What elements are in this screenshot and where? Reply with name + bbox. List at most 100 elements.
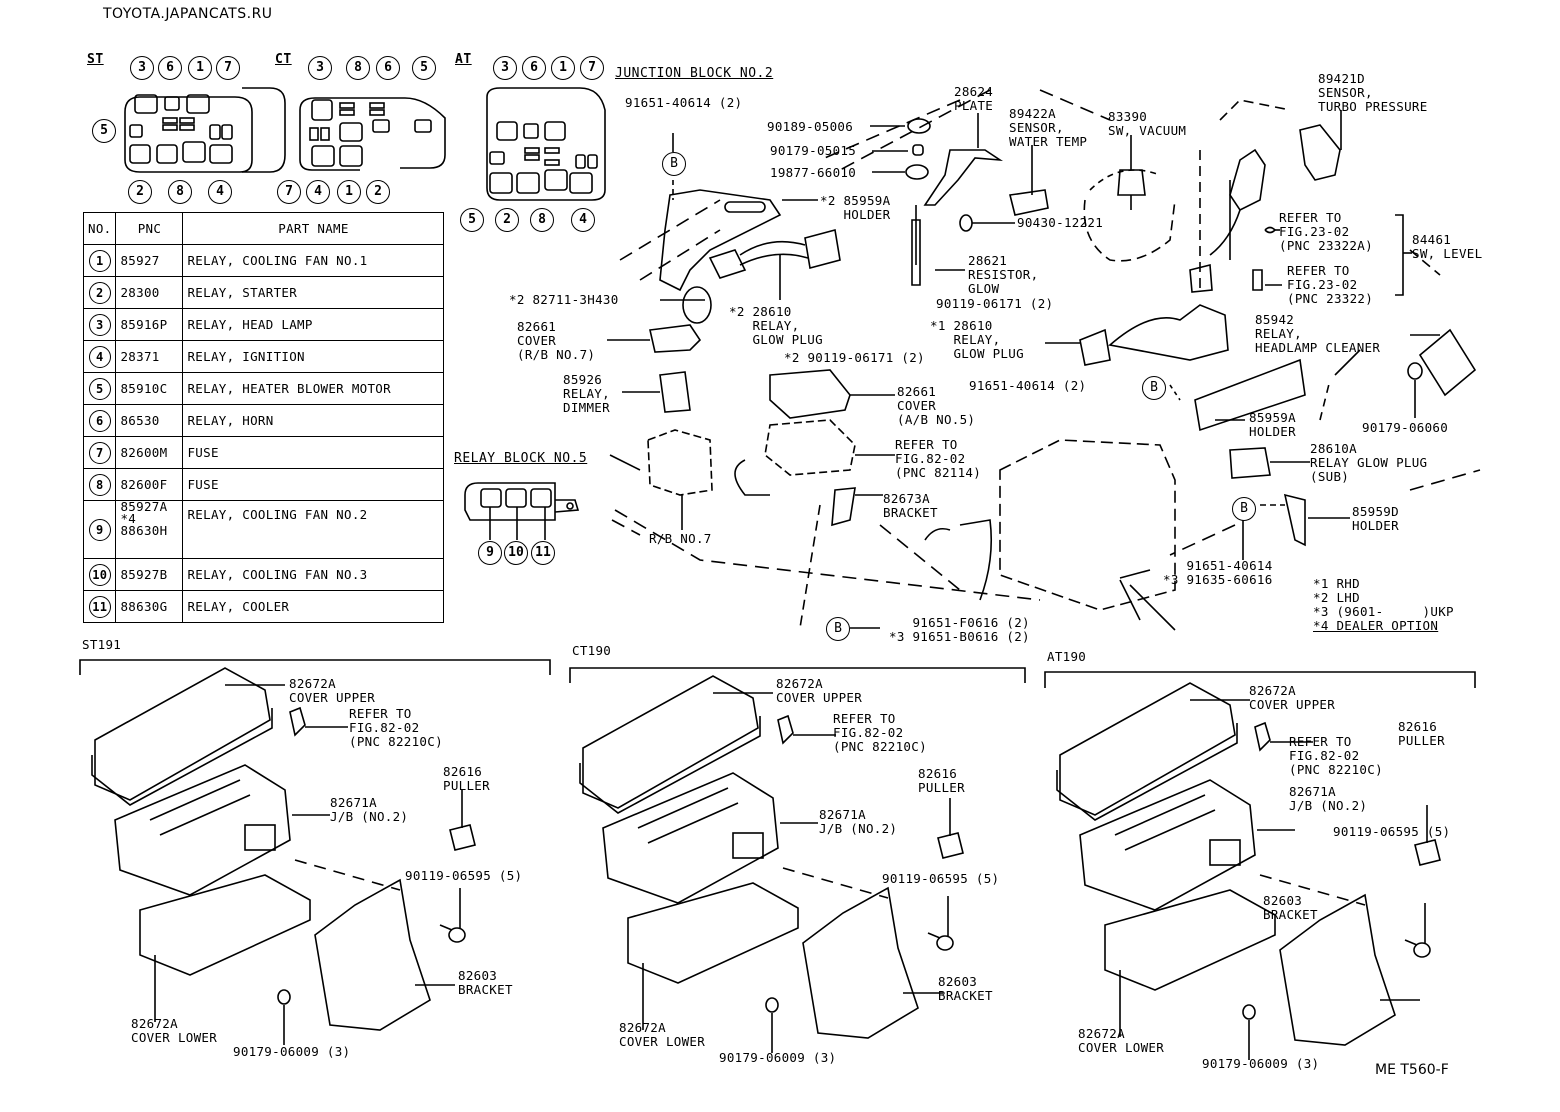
at190-bolt: 90119-06595 (5) xyxy=(1333,824,1451,839)
callout-st-5: 5 xyxy=(92,119,116,143)
part-label-82661-cover-rb7: 82661 COVER (R/B NO.7) xyxy=(517,319,596,362)
st191-clip: 90179-06009 (3) xyxy=(233,1044,351,1059)
callout-ct-2: 2 xyxy=(366,180,390,204)
row-no-cell: 8 xyxy=(82,468,117,501)
at190-clip: 90179-06009 (3) xyxy=(1202,1056,1320,1071)
callout-at-8: 8 xyxy=(530,208,554,232)
part-label-89422a-sensor: 89422A SENSOR, WATER TEMP xyxy=(1009,106,1088,149)
at190-cover-upper: 82672A COVER UPPER xyxy=(1249,683,1336,712)
row-pnc-cell: 85916P xyxy=(115,308,184,341)
row-part-name-cell: RELAY, COOLING FAN NO.1 xyxy=(182,244,445,277)
callout-st-7: 7 xyxy=(216,56,240,80)
part-label-refer-23322a: REFER TO FIG.23-02 (PNC 23322A) xyxy=(1279,210,1373,253)
callout-at-5: 5 xyxy=(460,208,484,232)
ct190-refer: REFER TO FIG.82-02 (PNC 82210C) xyxy=(833,711,927,754)
callout-at-6: 6 xyxy=(522,56,546,80)
part-label-82711-3h430: *2 82711-3H430 xyxy=(509,292,619,307)
callout-st-8: 8 xyxy=(168,180,192,204)
row-pnc-cell: 85927A *4 88630H xyxy=(115,500,184,559)
part-label-28610a-relay-sub: 28610A RELAY GLOW PLUG (SUB) xyxy=(1310,441,1428,484)
ct190-cover-upper: 82672A COVER UPPER xyxy=(776,676,863,705)
ct-layout-outline xyxy=(299,97,446,171)
part-label-91651-40614-b: 91651-40614 (2) xyxy=(969,378,1087,393)
part-label-82673a-bracket: 82673A BRACKET xyxy=(883,491,938,520)
part-label-28610-relay-rhd: *1 28610 RELAY, GLOW PLUG xyxy=(930,318,1024,361)
callout-ct-4: 4 xyxy=(306,180,330,204)
row-pnc-cell: 86530 xyxy=(115,404,184,437)
row-part-name-cell: RELAY, HEAD LAMP xyxy=(182,308,445,341)
part-label-83390-sw-vacuum: 83390 SW, VACUUM xyxy=(1108,109,1187,138)
at-layout-outline xyxy=(486,87,606,201)
row-pnc-cell: 82600F xyxy=(115,468,184,501)
ref-marker-b: B xyxy=(1232,497,1256,521)
part-label-90179-06060: 90179-06060 xyxy=(1362,420,1449,435)
row-pnc-cell: 85927 xyxy=(115,244,184,277)
st191-puller: 82616 PULLER xyxy=(443,764,490,793)
row-part-name-cell: RELAY, COOLING FAN NO.3 xyxy=(182,558,445,591)
part-label-90179-05015: 90179-05015 xyxy=(770,143,857,158)
callout-st-4: 4 xyxy=(208,180,232,204)
parts-table-header: NO. PNC PART NAME xyxy=(82,212,445,245)
callout-at-7: 7 xyxy=(580,56,604,80)
row-no-cell: 1 xyxy=(82,244,117,277)
part-label-28621-resistor: 28621 RESISTOR, GLOW xyxy=(968,253,1039,296)
row-number-badge: 2 xyxy=(88,281,111,304)
row-no-cell: 10 xyxy=(82,558,117,591)
callout-at-1: 1 xyxy=(551,56,575,80)
upper-assembly-artwork xyxy=(607,89,1481,631)
ct190-puller: 82616 PULLER xyxy=(918,766,965,795)
row-part-name-cell: RELAY, HORN xyxy=(182,404,445,437)
ref-marker-b: B xyxy=(1142,376,1166,400)
row-no-cell: 6 xyxy=(82,404,117,437)
row-no-cell: 5 xyxy=(82,372,117,405)
callout-st-1: 1 xyxy=(188,56,212,80)
row-number-badge: 10 xyxy=(88,563,111,586)
ct190-bracket: 82603 BRACKET xyxy=(938,974,993,1003)
at190-puller: 82616 PULLER xyxy=(1398,719,1445,748)
note-2: *2 LHD xyxy=(1313,590,1360,605)
site-watermark: TOYOTA.JAPANCATS.RU xyxy=(103,6,273,22)
layout-label-at: AT xyxy=(455,52,472,67)
part-label-91651-40614: 91651-40614 (2) xyxy=(625,95,743,110)
part-label-28610-relay-lhd: *2 28610 RELAY, GLOW PLUG xyxy=(729,304,823,347)
at190-jb: 82671A J/B (NO.2) xyxy=(1289,784,1368,813)
col-header-pnc: PNC xyxy=(115,212,184,245)
callout-ct-5: 5 xyxy=(412,56,436,80)
ct190-jb: 82671A J/B (NO.2) xyxy=(819,807,898,836)
relay-block-5-outline xyxy=(464,482,580,540)
note-3: *3 (9601- )UKP xyxy=(1313,604,1454,619)
callout-rb5-11: 11 xyxy=(531,541,555,565)
junction-block-heading: JUNCTION BLOCK NO.2 xyxy=(615,66,774,81)
part-label-84461-sw-level: 84461 SW, LEVEL xyxy=(1412,232,1483,261)
part-label-91651-f0616: 91651-F0616 (2) *3 91651-B0616 (2) xyxy=(889,615,1030,644)
row-part-name-cell: RELAY, HEATER BLOWER MOTOR xyxy=(182,372,445,405)
row-number-badge: 9 xyxy=(88,518,111,541)
row-no-cell: 9 xyxy=(82,500,117,559)
row-part-name-cell: RELAY, COOLING FAN NO.2 xyxy=(182,500,445,559)
part-label-19877-66010: 19877-66010 xyxy=(770,165,857,180)
callout-ct-7: 7 xyxy=(277,180,301,204)
row-number-badge: 6 xyxy=(88,409,111,432)
layout-label-st: ST xyxy=(87,52,104,67)
row-no-cell: 7 xyxy=(82,436,117,469)
part-label-91651-40614-c: 91651-40614 *3 91635-60616 xyxy=(1163,558,1273,587)
part-label-90119-06171: 90119-06171 (2) xyxy=(936,296,1054,311)
ct190-cover-lower: 82672A COVER LOWER xyxy=(619,1020,706,1049)
st191-cover-upper: 82672A COVER UPPER xyxy=(289,676,376,705)
row-number-badge: 3 xyxy=(88,313,111,336)
callout-rb5-10: 10 xyxy=(504,541,528,565)
note-1: *1 RHD xyxy=(1313,576,1360,591)
row-number-badge: 5 xyxy=(88,377,111,400)
callout-ct-3: 3 xyxy=(308,56,332,80)
callout-st-6: 6 xyxy=(158,56,182,80)
